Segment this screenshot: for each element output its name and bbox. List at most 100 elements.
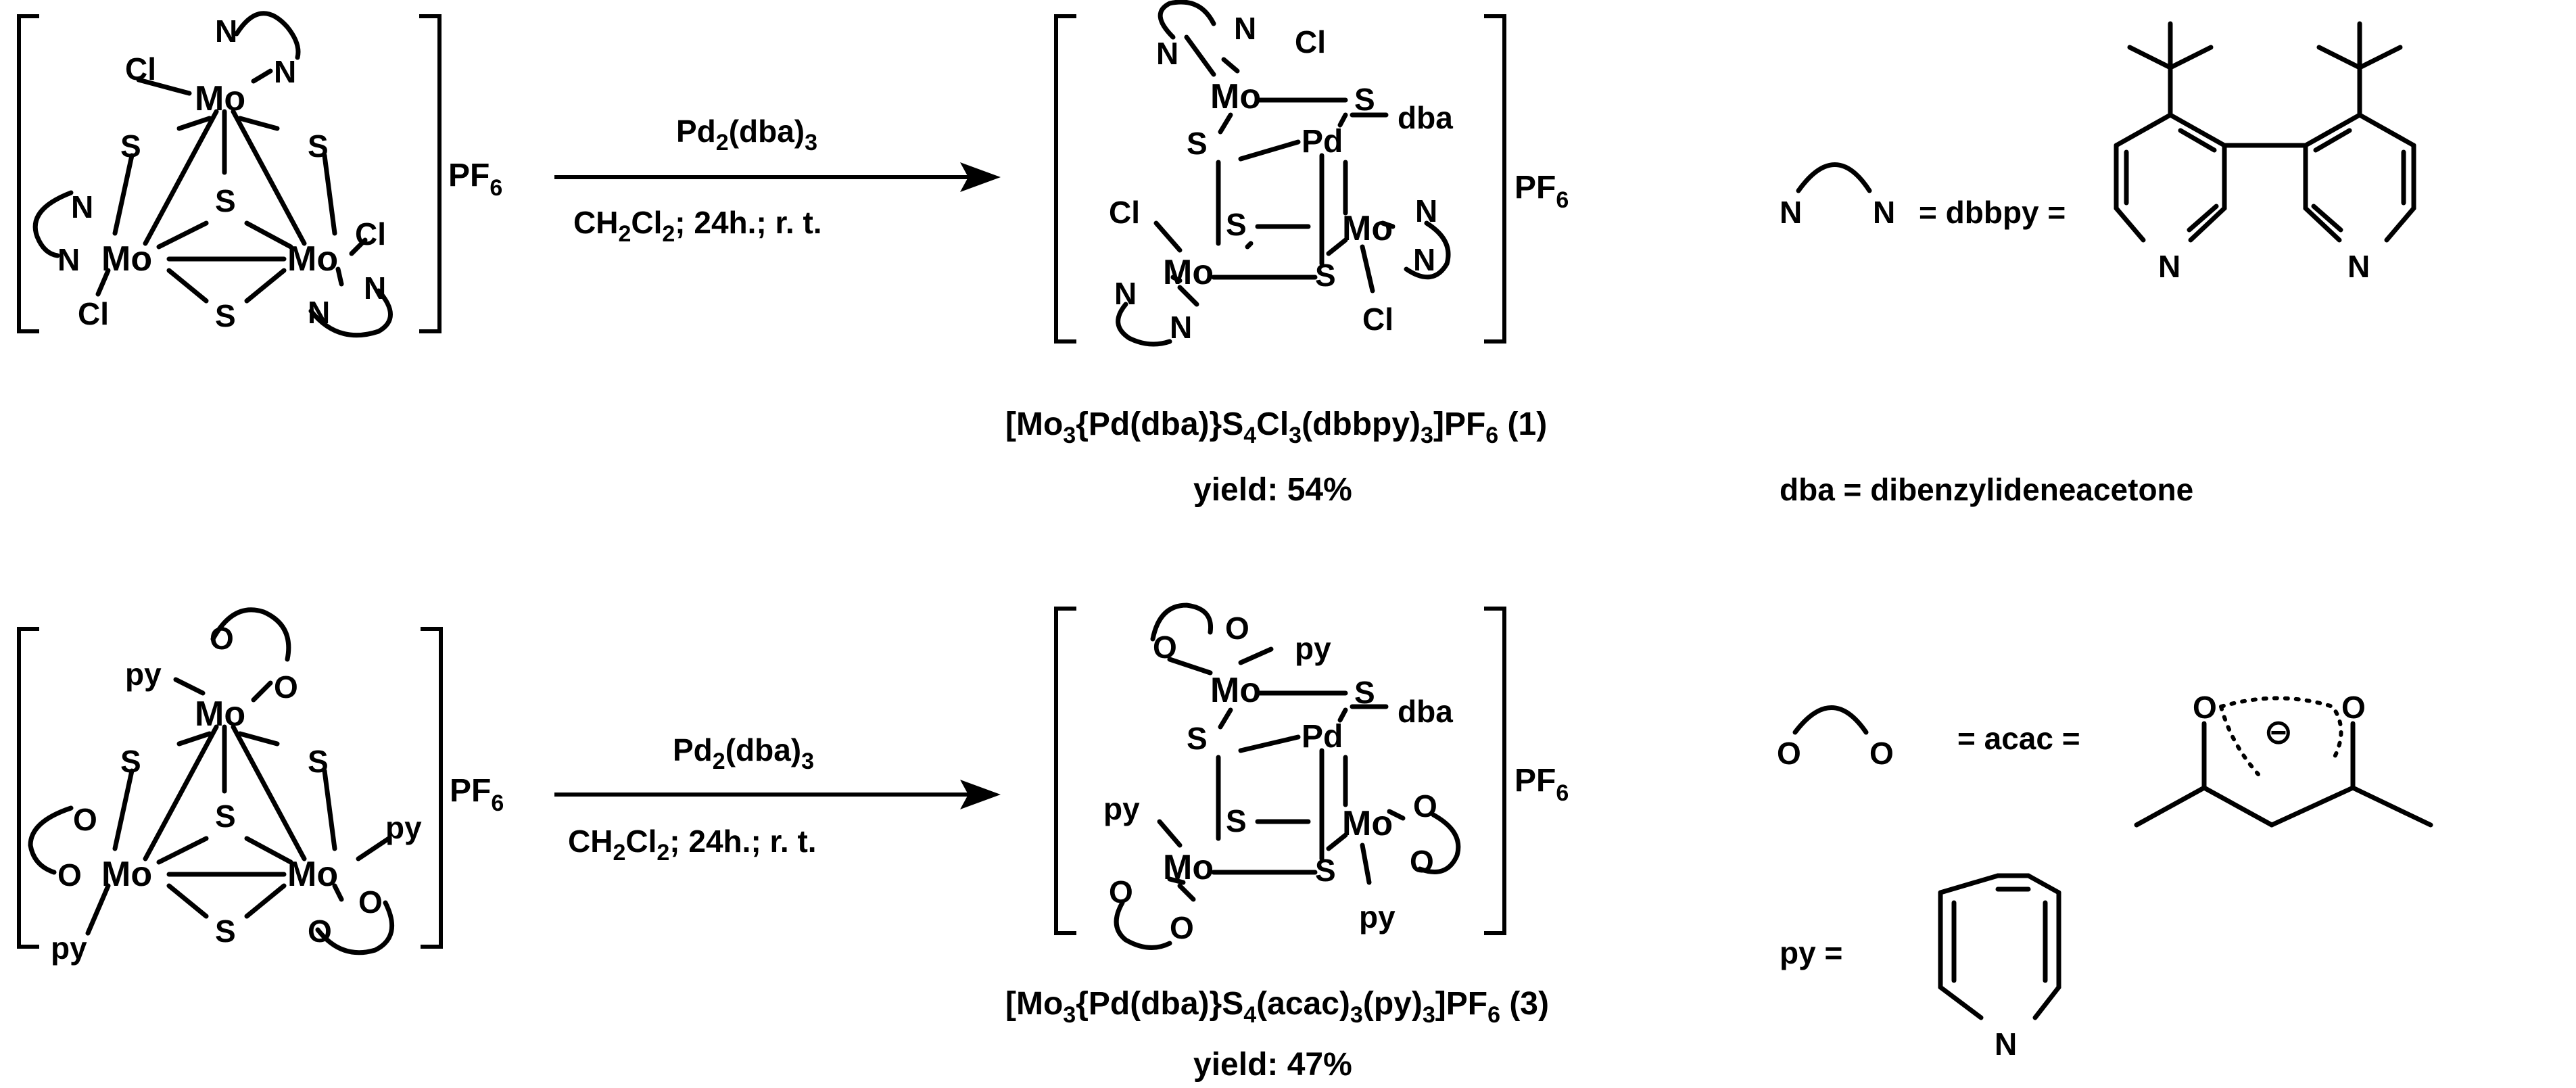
- atom-s: S: [1187, 126, 1208, 161]
- reactant-2-mo3s4-cluster: Mo Mo Mo S S S S py py py O O O O O O PF…: [17, 607, 504, 966]
- acac-chelate-top: [210, 607, 291, 662]
- atom-o: O: [274, 669, 298, 705]
- atom-o: O: [1109, 874, 1133, 909]
- atom-o: O: [1225, 611, 1249, 646]
- cluster-labels: Mo Mo Mo S S S S Cl Cl Cl N N N N N N: [57, 14, 386, 333]
- conditions-label: CH2Cl2; 24h.; r. t.: [568, 824, 817, 866]
- atom-o: O: [1410, 844, 1434, 879]
- pyridine-structure: [1938, 873, 2061, 1020]
- reaction-arrow-1: Pd2(dba)3 CH2Cl2; 24h.; r. t.: [554, 114, 1001, 247]
- dbbpy-chelate-right: [308, 288, 393, 338]
- atom-s: S: [215, 298, 236, 333]
- atom-s: S: [1354, 675, 1375, 710]
- ligand-py: py: [385, 810, 422, 845]
- reaction-1: Mo Mo Mo S S S S Cl Cl Cl N N N N N N PF…: [17, 0, 1569, 508]
- chelate-arc: [1792, 705, 1869, 735]
- dbbpy-structure: [2114, 21, 2416, 243]
- atom-o: O: [57, 857, 82, 893]
- reagent-label: Pd2(dba)3: [673, 732, 814, 774]
- dbbpy-chelate-top: [234, 11, 301, 60]
- atom-n: N: [274, 54, 296, 89]
- dbbpy-chelate-left: [32, 190, 74, 258]
- dbbpy-chelate-right: [1404, 220, 1451, 280]
- atom-n: N: [1873, 195, 1895, 230]
- atom-s: S: [215, 914, 236, 949]
- cubane-bonds: [1153, 34, 1396, 307]
- acac-chelate-top: [1150, 602, 1214, 642]
- reaction-2: Mo Mo Mo S S S S py py py O O O O O O PF…: [17, 602, 1569, 1083]
- atom-mo-left: Mo: [101, 239, 152, 279]
- left-bracket: [1054, 14, 1076, 344]
- atom-o: O: [1413, 788, 1437, 824]
- ligand-dba: dba: [1398, 100, 1453, 135]
- ligand-py: py: [1295, 631, 1331, 666]
- atom-cl: Cl: [1295, 24, 1326, 60]
- product-2-mo3pds4-cubane: Mo Mo Mo Pd S S S S dba py py py O O O O…: [1054, 602, 1569, 950]
- atom-n: N: [71, 189, 93, 224]
- atom-cl: Cl: [1109, 195, 1140, 230]
- atom-n: N: [57, 242, 80, 277]
- atom-s: S: [1226, 803, 1247, 838]
- cluster-bonds: [95, 68, 368, 304]
- atom-mo: Mo: [1342, 804, 1393, 843]
- atom-mo: Mo: [1163, 848, 1214, 887]
- atom-o: O: [308, 914, 332, 949]
- py-label: py =: [1780, 935, 1842, 970]
- atom-s: S: [1187, 721, 1208, 756]
- atom-o: O: [2193, 690, 2217, 725]
- acac-chelate-left: [28, 805, 74, 875]
- atom-n: N: [1413, 242, 1435, 277]
- atom-mo: Mo: [1342, 209, 1393, 248]
- atom-mo: Mo: [1163, 253, 1214, 292]
- atom-s: S: [1226, 207, 1247, 242]
- atom-s: S: [1354, 82, 1375, 117]
- atom-s: S: [308, 744, 329, 779]
- atom-mo-left: Mo: [101, 855, 152, 894]
- ring-n: N: [1995, 1026, 2017, 1062]
- delocalized-charge-arc: [2219, 705, 2260, 776]
- atom-o: O: [73, 802, 97, 837]
- atom-o: O: [1170, 910, 1194, 945]
- counterion-pf6: PF6: [448, 158, 502, 201]
- atom-s: S: [1315, 258, 1336, 293]
- atom-n: N: [1170, 310, 1192, 345]
- product-1-yield: yield: 54%: [1193, 472, 1352, 508]
- acac-chelate-bottom: [1114, 900, 1172, 950]
- ring-n: N: [2347, 249, 2370, 284]
- left-bracket: [17, 14, 39, 333]
- reactant-1-mo3s4-cluster: Mo Mo Mo S S S S Cl Cl Cl N N N N N N PF…: [17, 11, 502, 338]
- dba-definition: dba = dibenzylideneacetone: [1780, 472, 2193, 507]
- atom-mo-right: Mo: [287, 855, 338, 894]
- right-bracket: [1484, 14, 1506, 344]
- atom-mo-top: Mo: [195, 79, 245, 118]
- ligand-py: py: [1103, 791, 1140, 826]
- atom-s: S: [120, 128, 141, 164]
- atom-s: S: [1315, 853, 1336, 888]
- legend: N N = dbbpy =: [1777, 21, 2433, 1062]
- atom-o: O: [1153, 630, 1177, 665]
- legend-acac: O O = acac = O O ⊖: [1777, 690, 2433, 828]
- cluster-labels: Mo Mo Mo S S S S py py py O O O O O O: [51, 621, 422, 966]
- ligand-py: py: [1359, 899, 1396, 935]
- atom-mo-right: Mo: [287, 239, 338, 279]
- left-bracket: [1054, 607, 1076, 935]
- reagent-label: Pd2(dba)3: [676, 114, 817, 156]
- atom-o: O: [2341, 690, 2366, 725]
- atom-cl: Cl: [355, 216, 386, 252]
- atom-n: N: [215, 14, 237, 49]
- cubane-bonds: [1157, 646, 1406, 902]
- counterion-pf6: PF6: [1514, 763, 1569, 806]
- atom-mo-top: Mo: [195, 694, 245, 734]
- product-2-formula: [Mo3{Pd(dba)}S4(acac)3(py)3]PF6 (3): [1005, 986, 1549, 1028]
- dbbpy-label: = dbbpy =: [1919, 195, 2066, 230]
- atom-n: N: [308, 295, 330, 330]
- acac-chelate-right: [1417, 812, 1461, 874]
- atom-s: S: [120, 744, 141, 779]
- right-bracket: [1484, 607, 1506, 935]
- reaction-arrow-2: Pd2(dba)3 CH2Cl2; 24h.; r. t.: [554, 732, 1001, 866]
- atom-pd: Pd: [1302, 719, 1343, 755]
- acac-structure: [2134, 721, 2433, 828]
- atom-s: S: [308, 128, 329, 164]
- atom-cl: Cl: [78, 296, 109, 331]
